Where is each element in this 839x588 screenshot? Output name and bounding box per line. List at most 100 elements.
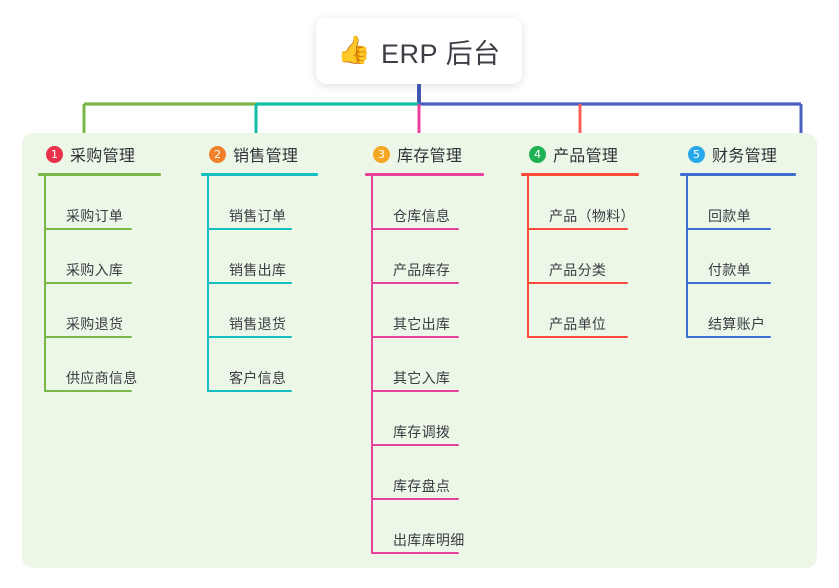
leaf-item[interactable]: 库存盘点 (365, 446, 509, 500)
branch-number-badge: 5 (688, 145, 705, 163)
leaf-rule (44, 228, 132, 230)
root-title: ERP 后台 (381, 38, 501, 69)
branch-column-产品管理: 4 产品管理产品（物料） 产品分类产品单位 (509, 133, 666, 338)
leaf-rule (371, 228, 459, 230)
branch-title: 库存管理 (397, 148, 463, 165)
branch-header-1[interactable]: 1 采购管理 (38, 142, 188, 166)
branch-leaf-list: 仓库信息产品库存其它出库其它入库库存调拨库存盘点出库库明细 (365, 176, 509, 554)
leaf-item[interactable]: 仓库信息 (365, 176, 509, 230)
branch-number-badge: 4 (529, 145, 546, 163)
leaf-label: 库存盘点 (393, 478, 451, 494)
leaf-label: 供应商信息 (66, 370, 138, 386)
branch-spine (371, 176, 373, 554)
leaf-item[interactable]: 产品（物料） (521, 176, 666, 230)
leaf-label: 其它出库 (393, 316, 451, 332)
leaf-label: 产品分类 (549, 262, 607, 278)
leaf-label: 产品（物料） (549, 208, 635, 224)
leaf-item[interactable]: 供应商信息 (38, 338, 188, 392)
branch-header-rule (201, 173, 318, 176)
leaf-rule (527, 282, 628, 284)
branch-leaf-list: 回款单付款单结算账户 (680, 176, 817, 338)
leaf-item[interactable]: 销售订单 (201, 176, 348, 230)
thumbs-up-icon: 👍 (337, 34, 372, 65)
branch-title: 销售管理 (233, 148, 299, 165)
branch-title: 产品管理 (553, 148, 619, 165)
leaf-label: 产品单位 (549, 316, 607, 332)
leaf-rule (207, 282, 292, 284)
leaf-item[interactable]: 产品单位 (521, 284, 666, 338)
leaf-label: 销售退货 (229, 316, 287, 332)
leaf-rule (44, 390, 132, 392)
leaf-label: 结算账户 (708, 316, 766, 332)
leaf-item[interactable]: 回款单 (680, 176, 817, 230)
branch-spine (44, 176, 46, 392)
branch-title: 采购管理 (70, 148, 136, 165)
leaf-rule (686, 282, 771, 284)
branch-number-badge: 1 (46, 145, 63, 163)
leaf-item[interactable]: 销售出库 (201, 230, 348, 284)
branch-panel (22, 133, 817, 568)
leaf-rule (207, 390, 292, 392)
branch-columns: 1 采购管理采购订单采购入库采购退货供应商信息 2 销售管理销售订单销售出库销售退货客… (22, 133, 817, 568)
leaf-item[interactable]: 其它出库 (365, 284, 509, 338)
leaf-label: 仓库信息 (393, 208, 451, 224)
branch-spine (686, 176, 688, 338)
leaf-label: 付款单 (708, 262, 751, 278)
leaf-item[interactable]: 采购订单 (38, 176, 188, 230)
leaf-label: 库存调拨 (393, 424, 451, 440)
branch-header-rule (680, 173, 796, 176)
branch-header-rule (365, 173, 484, 176)
branch-column-库存管理: 3 库存管理仓库信息产品库存其它出库其它入库库存调拨库存盘点出库库明细 (348, 133, 509, 554)
leaf-item[interactable]: 结算账户 (680, 284, 817, 338)
leaf-label: 出库库明细 (393, 532, 465, 548)
leaf-label: 销售订单 (229, 208, 287, 224)
leaf-rule (527, 336, 628, 338)
branch-number-badge: 2 (209, 145, 226, 163)
branch-header-3[interactable]: 3 库存管理 (365, 142, 509, 166)
branch-leaf-list: 销售订单销售出库销售退货客户信息 (201, 176, 348, 392)
leaf-item[interactable]: 采购退货 (38, 284, 188, 338)
branch-spine (207, 176, 209, 392)
leaf-rule (686, 336, 771, 338)
leaf-item[interactable]: 采购入库 (38, 230, 188, 284)
branch-header-5[interactable]: 5 财务管理 (680, 142, 817, 166)
leaf-item[interactable]: 出库库明细 (365, 500, 509, 554)
leaf-item[interactable]: 客户信息 (201, 338, 348, 392)
leaf-item[interactable]: 其它入库 (365, 338, 509, 392)
branch-header-rule (521, 173, 639, 176)
leaf-rule (371, 552, 459, 554)
branch-column-销售管理: 2 销售管理销售订单销售出库销售退货客户信息 (188, 133, 348, 392)
branch-spine (527, 176, 529, 338)
leaf-rule (686, 228, 771, 230)
leaf-rule (44, 282, 132, 284)
leaf-label: 采购订单 (66, 208, 124, 224)
leaf-label: 采购入库 (66, 262, 124, 278)
leaf-label: 客户信息 (229, 370, 287, 386)
leaf-item[interactable]: 库存调拨 (365, 392, 509, 446)
leaf-rule (371, 390, 459, 392)
leaf-label: 采购退货 (66, 316, 124, 332)
leaf-rule (371, 336, 459, 338)
leaf-label: 产品库存 (393, 262, 451, 278)
leaf-item[interactable]: 销售退货 (201, 284, 348, 338)
leaf-rule (527, 228, 628, 230)
leaf-rule (371, 498, 459, 500)
leaf-rule (207, 228, 292, 230)
leaf-item[interactable]: 产品分类 (521, 230, 666, 284)
branch-number-badge: 3 (373, 145, 390, 163)
branch-header-2[interactable]: 2 销售管理 (201, 142, 348, 166)
leaf-label: 销售出库 (229, 262, 287, 278)
branch-column-采购管理: 1 采购管理采购订单采购入库采购退货供应商信息 (22, 133, 188, 392)
leaf-rule (371, 282, 459, 284)
branch-column-财务管理: 5 财务管理回款单付款单结算账户 (666, 133, 817, 338)
branch-header-4[interactable]: 4 产品管理 (521, 142, 666, 166)
leaf-rule (371, 444, 459, 446)
root-node[interactable]: 👍 ERP 后台 (316, 18, 522, 84)
leaf-label: 回款单 (708, 208, 751, 224)
leaf-item[interactable]: 产品库存 (365, 230, 509, 284)
branch-title: 财务管理 (712, 148, 778, 165)
branch-leaf-list: 采购订单采购入库采购退货供应商信息 (38, 176, 188, 392)
leaf-item[interactable]: 付款单 (680, 230, 817, 284)
branch-leaf-list: 产品（物料） 产品分类产品单位 (521, 176, 666, 338)
